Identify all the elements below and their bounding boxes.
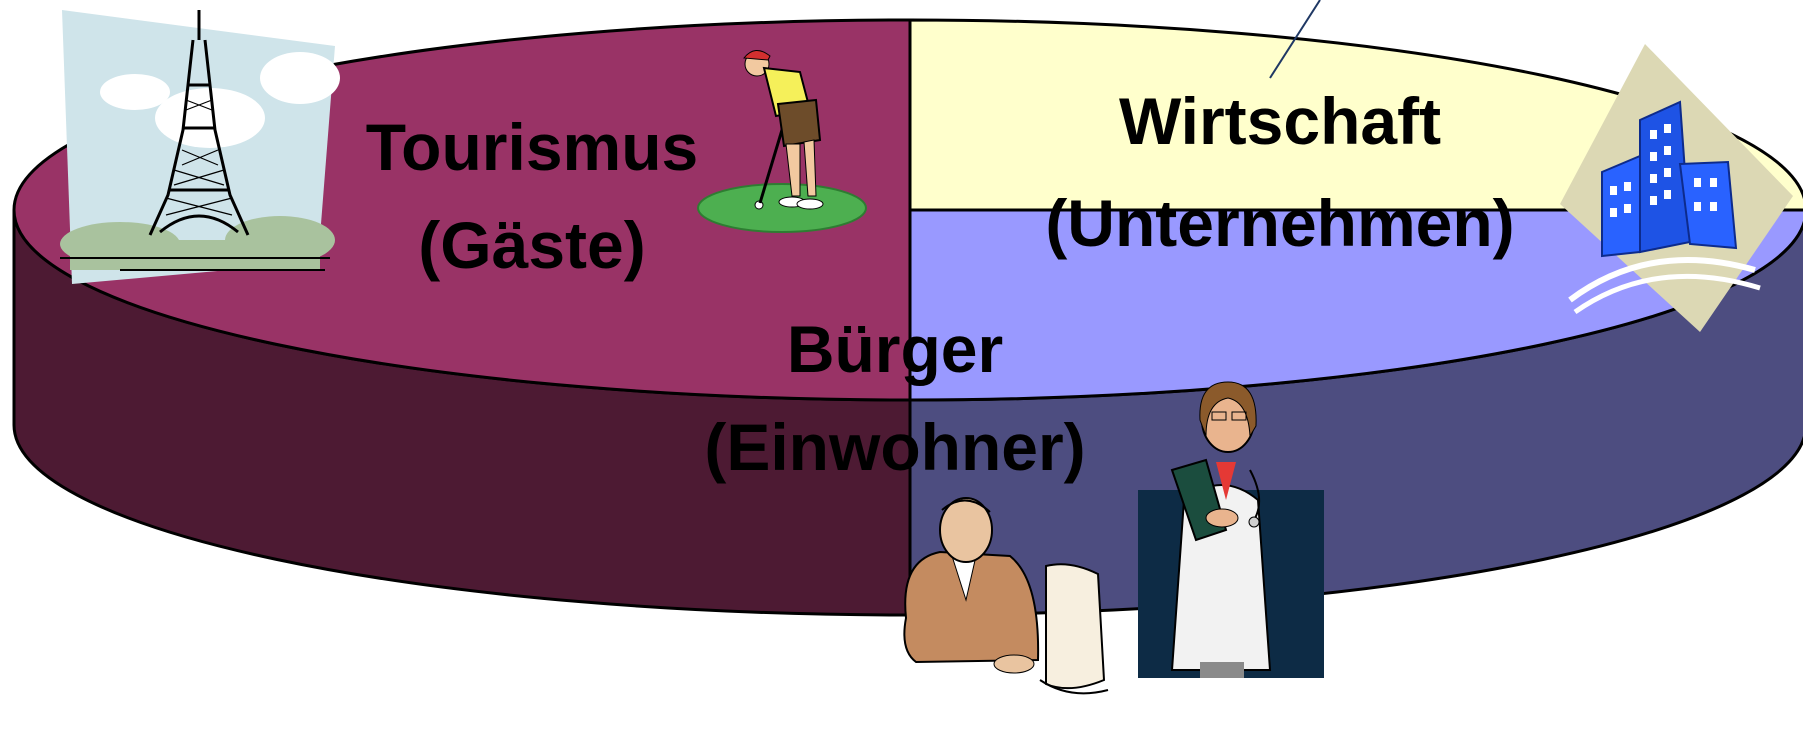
computer-user-icon <box>903 497 1109 695</box>
label-tourismus-line2: (Gäste) <box>418 208 645 282</box>
label-wirtschaft-line2: (Unternehmen) <box>1045 186 1514 260</box>
office-building-icon <box>1560 44 1793 332</box>
slice-tourismus <box>908 18 1803 212</box>
golfer-icon <box>697 50 867 233</box>
label-tourismus-line1: Tourismus <box>366 110 698 184</box>
slice-wirtschaft <box>908 208 1803 402</box>
leader-line <box>1269 0 1321 79</box>
label-wirtschaft-line1: Wirtschaft <box>1119 84 1441 158</box>
label-buerger-line1: Bürger <box>787 312 1003 386</box>
eiffel-tower-icon <box>60 10 340 284</box>
label-buerger-line2: (Einwohner) <box>704 410 1085 484</box>
doctor-icon <box>1138 381 1324 678</box>
slice-labels: Tourismus (Gäste) Wirtschaft (Unternehme… <box>366 84 1515 484</box>
